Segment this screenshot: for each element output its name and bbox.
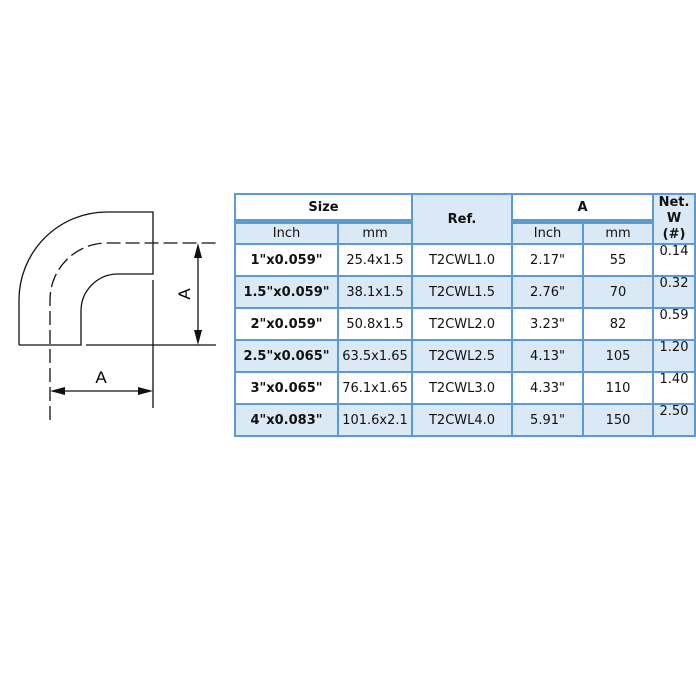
cell-size-mm: 76.1x1.65 bbox=[336, 371, 414, 405]
cell-a-inch: 5.91" bbox=[511, 403, 585, 437]
elbow-diagram: A A bbox=[18, 211, 216, 420]
cell-size-mm: 50.8x1.5 bbox=[336, 307, 414, 341]
cell-ref: T2CWL3.0 bbox=[411, 371, 514, 405]
elbow-centerline bbox=[49, 242, 216, 420]
cell-a-inch: 4.33" bbox=[511, 371, 585, 405]
cell-a-inch: 3.23" bbox=[511, 307, 585, 341]
cell-ref: T2CWL1.5 bbox=[411, 275, 514, 309]
cell-a-mm: 70 bbox=[582, 275, 655, 309]
cell-weight: 0.14 bbox=[652, 243, 696, 277]
cell-size-mm: 101.6x2.1 bbox=[336, 403, 414, 437]
cell-a-mm: 105 bbox=[582, 339, 655, 373]
header-ref: Ref. bbox=[411, 193, 514, 245]
cell-weight: 0.32 bbox=[652, 275, 696, 309]
header-a-mm: mm bbox=[582, 220, 655, 246]
cell-size-inch: 1.5"x0.059" bbox=[234, 275, 339, 309]
cell-weight: 0.59 bbox=[652, 307, 696, 341]
cell-size-inch: 2"x0.059" bbox=[234, 307, 339, 341]
cell-size-inch: 4"x0.083" bbox=[234, 403, 339, 437]
cell-size-inch: 2.5"x0.065" bbox=[234, 339, 339, 373]
cell-size-mm: 38.1x1.5 bbox=[336, 275, 414, 309]
header-size: Size bbox=[233, 193, 414, 225]
header-size-inch: Inch bbox=[234, 220, 339, 246]
header-a: A bbox=[511, 193, 655, 225]
cell-weight: 2.50 bbox=[652, 403, 696, 437]
cell-a-mm: 55 bbox=[582, 243, 655, 277]
cell-a-inch: 4.13" bbox=[511, 339, 585, 373]
cell-size-inch: 1"x0.059" bbox=[234, 243, 339, 277]
header-size-mm: mm bbox=[336, 220, 414, 246]
cell-a-mm: 150 bbox=[582, 403, 655, 437]
cell-a-inch: 2.76" bbox=[511, 275, 585, 309]
cell-size-mm: 63.5x1.65 bbox=[336, 339, 414, 373]
cell-a-mm: 110 bbox=[582, 371, 655, 405]
dimension-label-vertical: A bbox=[175, 288, 194, 300]
cell-ref: T2CWL2.0 bbox=[411, 307, 514, 341]
header-a-inch: Inch bbox=[511, 220, 585, 246]
header-weight: Net. W (#) bbox=[652, 193, 696, 245]
cell-ref: T2CWL2.5 bbox=[411, 339, 514, 373]
arrow-up-icon bbox=[194, 243, 202, 258]
cell-a-mm: 82 bbox=[582, 307, 655, 341]
arrow-down-icon bbox=[194, 330, 202, 345]
cell-a-inch: 2.17" bbox=[511, 243, 585, 277]
arrow-left-icon bbox=[50, 387, 65, 395]
cell-size-mm: 25.4x1.5 bbox=[336, 243, 414, 277]
cell-weight: 1.40 bbox=[652, 371, 696, 405]
dimension-label-horizontal: A bbox=[95, 368, 107, 387]
cell-ref: T2CWL1.0 bbox=[411, 243, 514, 277]
cell-size-inch: 3"x0.065" bbox=[234, 371, 339, 405]
cell-weight: 1.20 bbox=[652, 339, 696, 373]
dimensions-table: Size Ref. A Net. W (#) Inch mm Inch mm 1… bbox=[233, 193, 696, 437]
arrow-right-icon bbox=[138, 387, 153, 395]
elbow-outer-wall bbox=[18, 211, 154, 346]
cell-ref: T2CWL4.0 bbox=[411, 403, 514, 437]
